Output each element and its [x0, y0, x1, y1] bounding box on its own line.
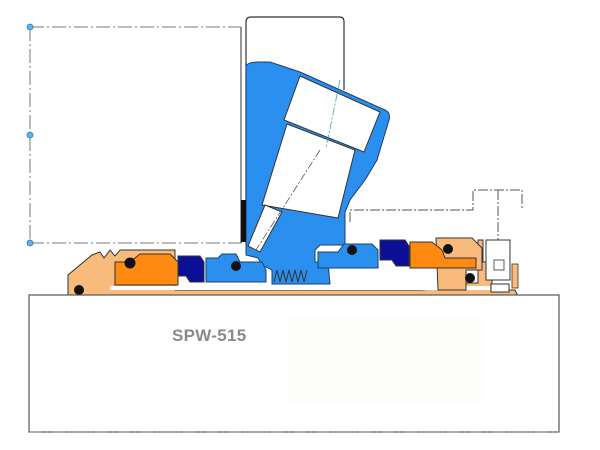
gasket-strip — [241, 200, 246, 242]
model-label: SPW-515 — [172, 326, 247, 345]
selection-handle-middle — [26, 131, 34, 139]
selection-handles[interactable] — [26, 23, 34, 247]
gland-box-outline — [245, 16, 345, 243]
spring — [273, 269, 308, 283]
sleeve-bore — [110, 286, 490, 290]
stationary-seat-right — [409, 241, 477, 269]
screw-retainer — [511, 263, 519, 289]
selection-handle-bottom — [26, 239, 34, 247]
screw-tip — [493, 259, 505, 271]
port-centerline — [325, 79, 341, 149]
rotating-ring-right — [317, 243, 379, 269]
faded-watermark — [287, 316, 484, 402]
drive-collar-outline — [349, 189, 523, 240]
selection-handle-top — [26, 23, 34, 31]
bore-centerline — [255, 149, 321, 251]
seal-face-left — [177, 255, 205, 283]
gland-port — [247, 75, 381, 253]
o-rings — [74, 244, 475, 295]
seal-face-right — [379, 239, 410, 267]
stuffing-box-outline — [29, 26, 246, 244]
